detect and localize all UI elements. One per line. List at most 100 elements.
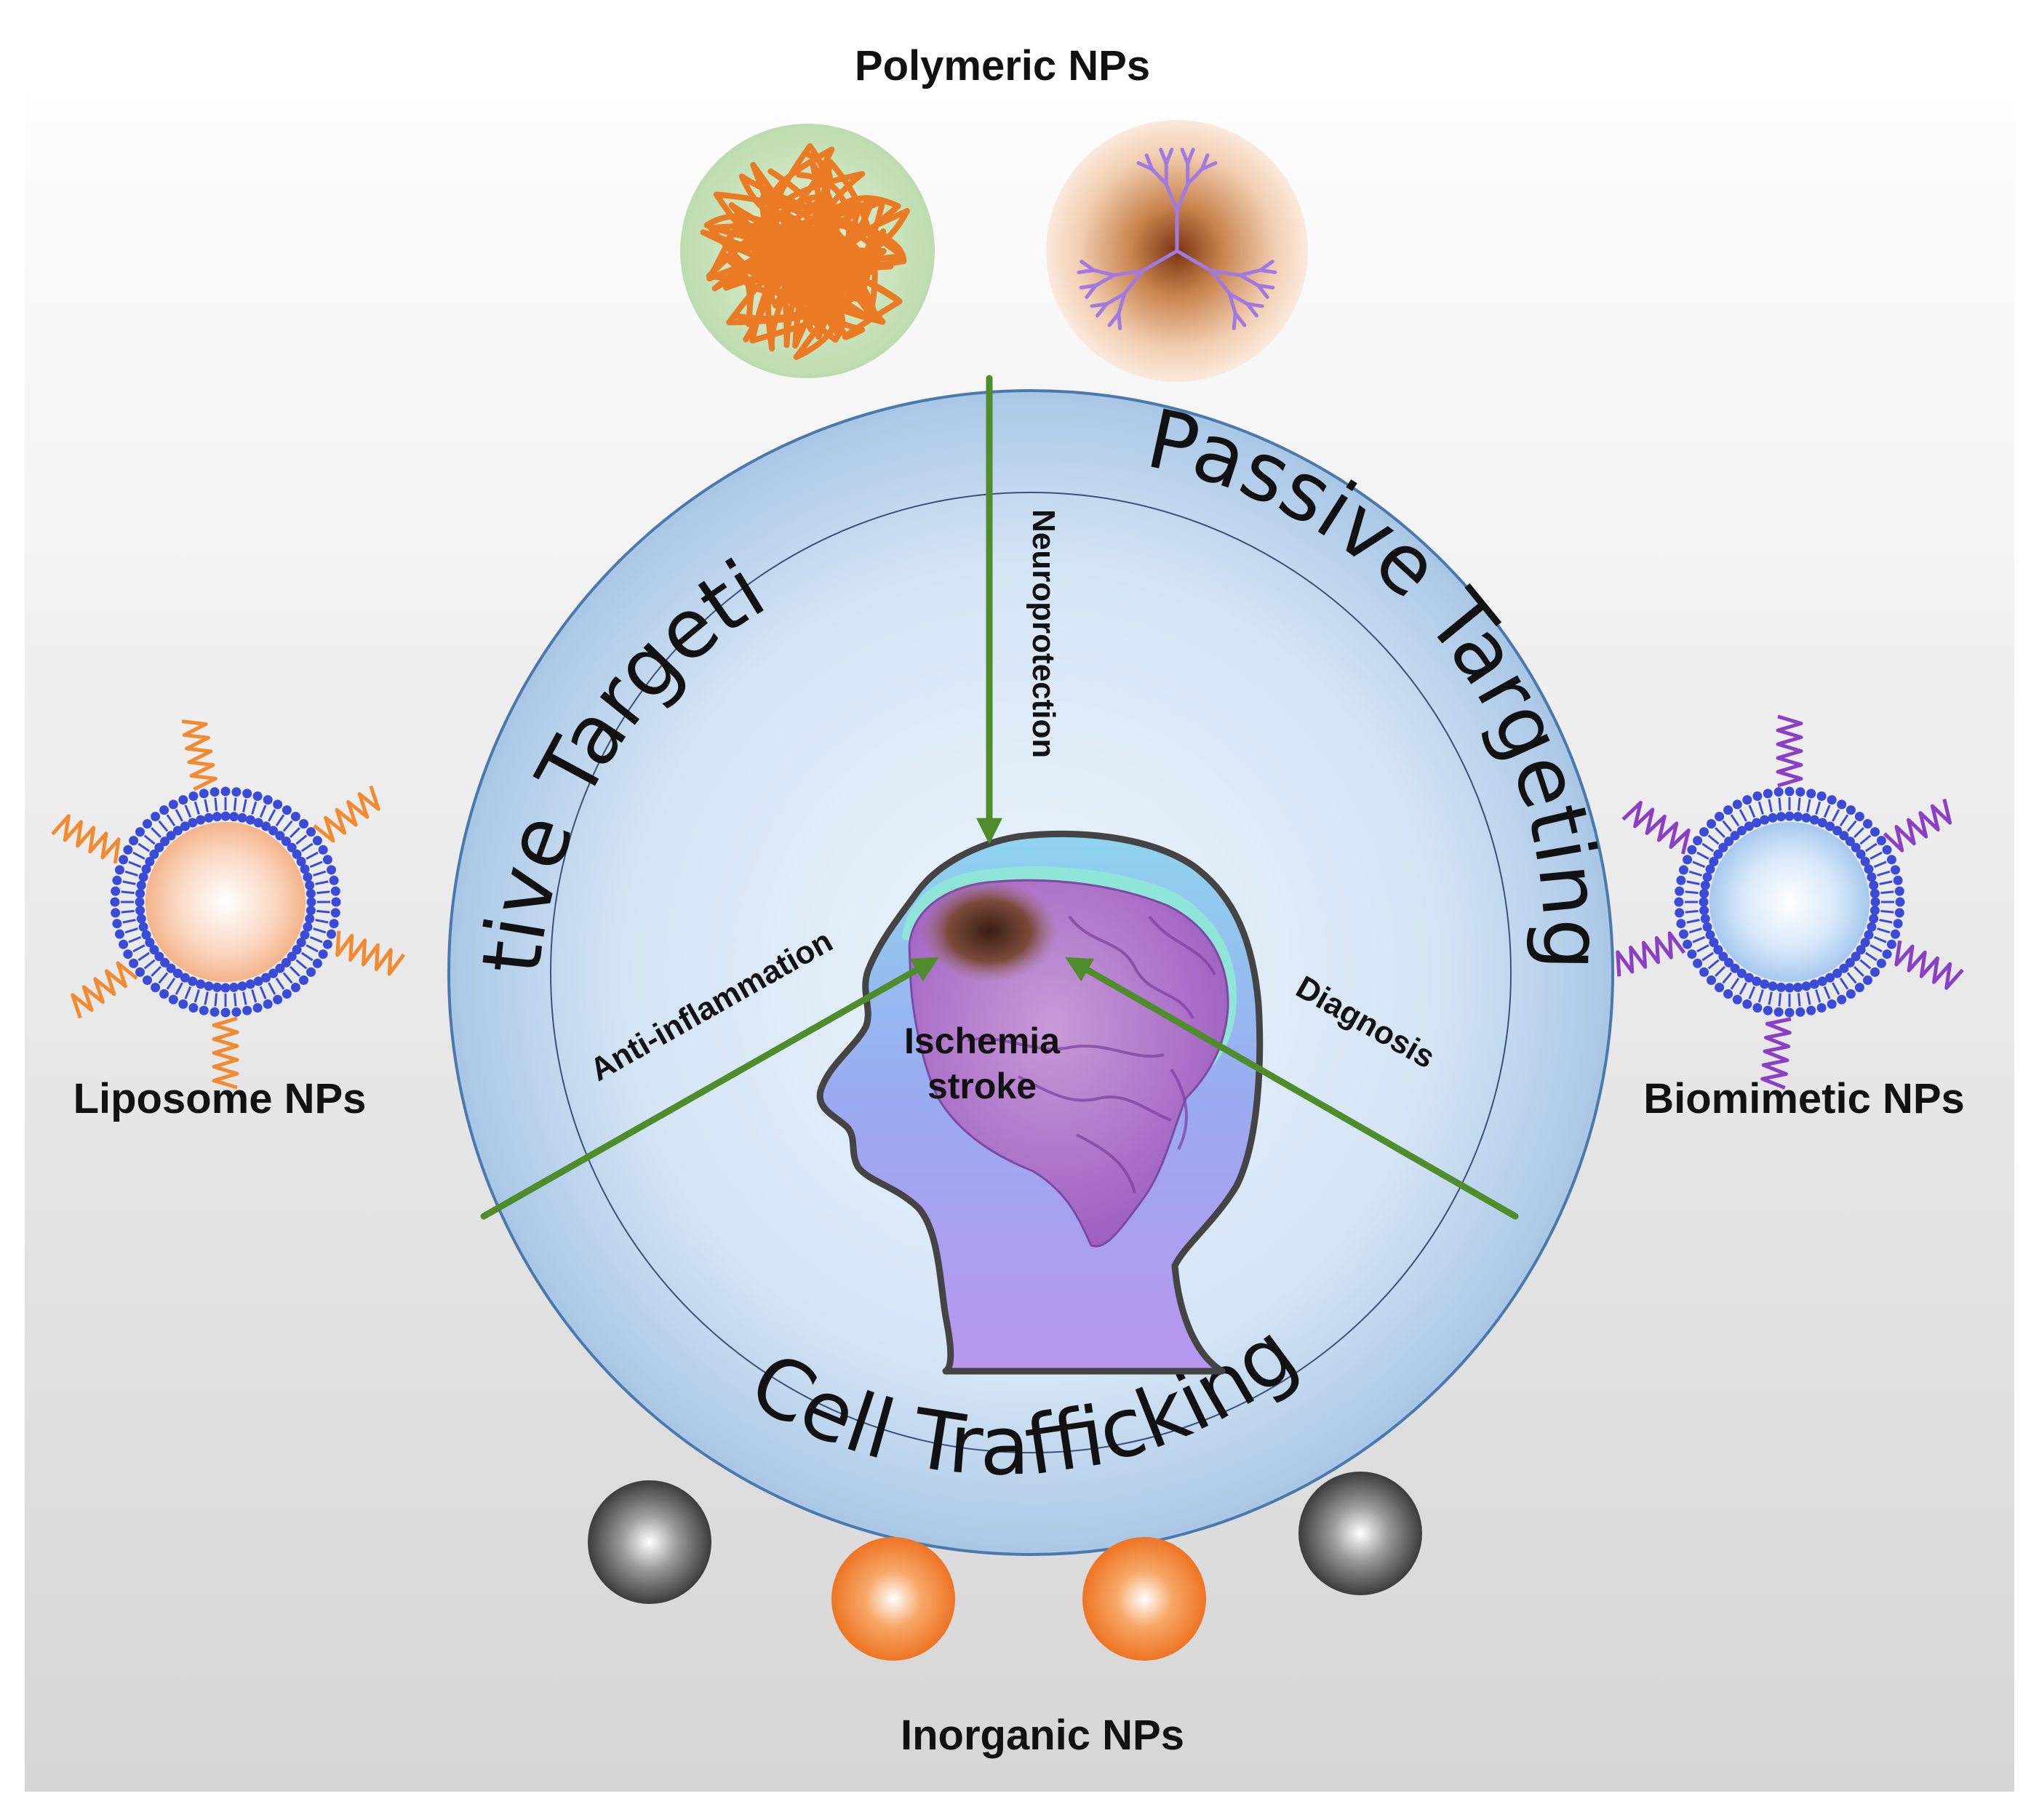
arrows <box>480 375 1519 1220</box>
lipid-tail <box>1854 966 1864 977</box>
lipid-head <box>1724 837 1734 847</box>
lipid-head <box>1845 957 1855 967</box>
lipid-head <box>1851 842 1861 853</box>
lipid-head <box>1876 958 1886 968</box>
dendrimer-branch <box>1144 153 1154 172</box>
lipid-head <box>1837 799 1847 810</box>
lipid-tail <box>121 909 135 914</box>
lipid-head <box>204 981 214 991</box>
lipid-tail <box>158 972 169 984</box>
lipid-head <box>1870 827 1880 837</box>
lipid-head <box>303 872 313 882</box>
lipid-head <box>312 958 322 968</box>
lipid-head <box>1752 976 1762 986</box>
lipid-tail <box>300 842 314 853</box>
lipid-head <box>242 789 252 799</box>
lipid-head <box>159 989 169 999</box>
lipid-tail <box>268 809 276 822</box>
lipid-tail <box>1877 870 1891 877</box>
lipid-tail <box>290 966 300 977</box>
lipid-tail <box>1797 993 1801 1007</box>
lipid-tail <box>1879 919 1893 924</box>
lipid-tail <box>251 801 258 815</box>
lipid-head <box>282 989 292 999</box>
lipid-tail <box>1854 827 1864 838</box>
lipid-head <box>1867 922 1877 932</box>
lipid-tail <box>251 989 258 1003</box>
lipid-tail <box>137 842 151 853</box>
lipid-head <box>1683 855 1693 865</box>
lipid-head <box>318 949 328 959</box>
lipid-head <box>1893 875 1903 885</box>
lipid-head <box>322 939 332 949</box>
lipid-tail <box>143 834 156 845</box>
dendrimer-branch <box>1245 302 1258 318</box>
lipid-head <box>1709 856 1719 866</box>
lipid-head <box>123 949 133 959</box>
lipid-head <box>136 880 146 890</box>
lipid-tail <box>143 959 156 970</box>
lipid-head <box>1869 880 1879 890</box>
lipid-head <box>1702 922 1712 932</box>
lipid-tail <box>1739 982 1747 995</box>
lipid-head <box>306 906 316 916</box>
lipid-head <box>1856 849 1866 859</box>
lipid-head <box>145 856 155 866</box>
lipid-head <box>1832 968 1843 978</box>
lipid-head <box>282 805 292 815</box>
lipid-tail <box>282 820 293 832</box>
lipid-head <box>178 999 188 1009</box>
dendrimer-branch <box>1092 268 1116 277</box>
lipid-head <box>287 951 297 962</box>
lipid-head <box>268 968 279 978</box>
lipid-head <box>281 957 291 967</box>
dendrimer-branch <box>1210 269 1242 277</box>
lipid-head <box>1674 897 1684 907</box>
lipid-tail <box>282 972 293 984</box>
lipid-head <box>252 791 263 801</box>
lipid-head <box>306 897 316 907</box>
dendrimer-branch <box>1112 269 1144 277</box>
lipid-head <box>149 945 159 955</box>
lipid-head <box>199 789 209 799</box>
lipid-tail <box>214 797 218 811</box>
lipid-tail <box>295 959 308 970</box>
lipid-head <box>1784 786 1795 797</box>
lipid-head <box>1676 919 1686 929</box>
polymer-nanoparticle <box>680 124 935 378</box>
lipid-tail <box>1778 993 1782 1007</box>
lipid-head <box>1709 938 1719 948</box>
lipid-tail <box>1688 927 1702 934</box>
lipid-tail <box>1722 820 1733 832</box>
lipid-tail <box>275 977 285 990</box>
lipid-head <box>290 812 300 821</box>
lipid-head <box>261 821 271 831</box>
lipid-head <box>1732 994 1742 1005</box>
lipid-head <box>245 979 255 989</box>
lipid-head <box>253 818 263 828</box>
lipid-tail <box>1870 944 1883 953</box>
ligand-chain <box>1883 799 1952 853</box>
lipid-head <box>1768 813 1778 823</box>
lipid-head <box>1825 973 1835 983</box>
lipid-head <box>1846 989 1856 999</box>
lipid-head <box>1683 939 1693 949</box>
lipid-head <box>1699 967 1709 977</box>
lipid-head <box>253 976 263 986</box>
lipid-head <box>330 886 340 896</box>
lipid-head <box>322 855 332 865</box>
lipid-tail <box>184 805 192 818</box>
lipid-head <box>1863 975 1872 985</box>
lipid-tail <box>124 870 138 877</box>
label-biomimetic-nps: Biomimetic NPs <box>1643 1075 1965 1122</box>
inner-ring <box>550 492 1512 1453</box>
lipid-head <box>1895 897 1905 907</box>
dendrimer-branch <box>1122 269 1144 296</box>
lipid-tail <box>290 827 300 838</box>
lipid-head <box>188 818 198 828</box>
lipid-tail <box>316 890 330 895</box>
lipid-tail <box>1823 986 1831 999</box>
lipid-head <box>1679 865 1688 875</box>
lipid-head <box>1715 812 1725 821</box>
lipid-head <box>168 994 178 1005</box>
